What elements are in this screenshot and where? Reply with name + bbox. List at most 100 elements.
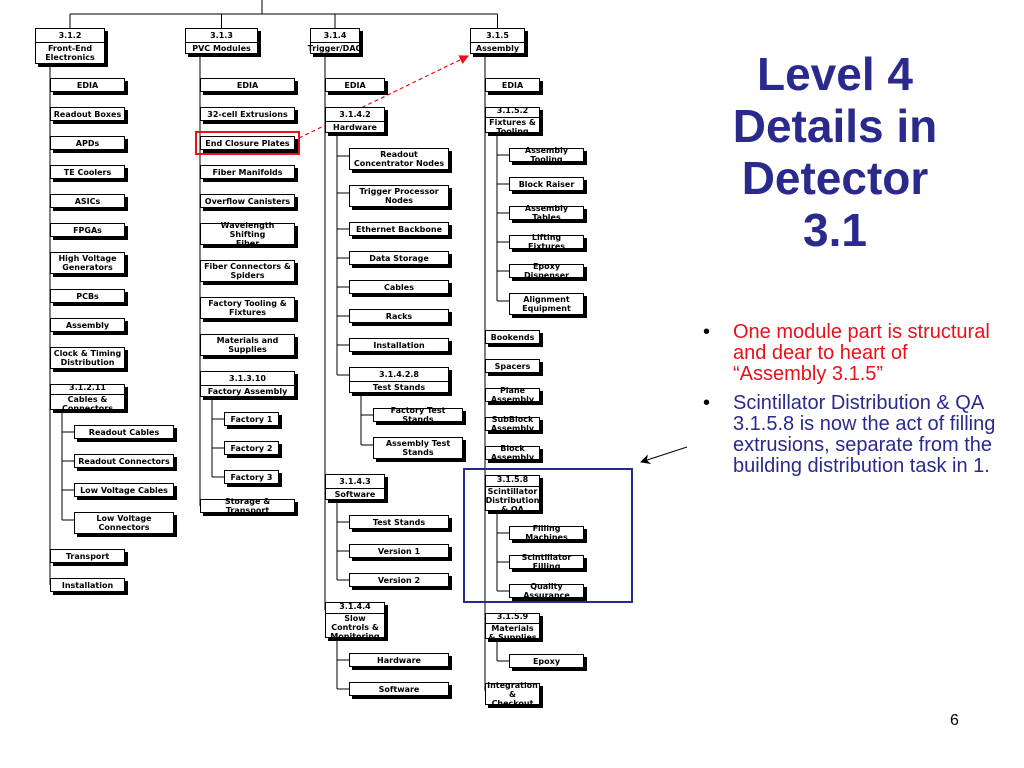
wbs-label: Materials & Supplies bbox=[488, 624, 537, 642]
wbs-node-software: Software bbox=[349, 682, 449, 696]
wbs-node-edia: EDIA bbox=[200, 78, 295, 92]
bullet-list: One module part is structural and dear t… bbox=[700, 322, 1000, 485]
wbs-number: 3.1.2.11 bbox=[51, 381, 124, 395]
wbs-node-filling-machines: Filling Machines bbox=[509, 524, 584, 542]
wbs-node-storage-transport: Storage & Transport bbox=[200, 497, 295, 515]
wbs-node-edia: EDIA bbox=[325, 78, 385, 92]
wbs-node-cables: Cables bbox=[349, 280, 449, 294]
wbs-node-ethernet-backbone: Ethernet Backbone bbox=[349, 222, 449, 236]
wbs-node-integration-checkout: Integration & Checkout bbox=[485, 681, 540, 708]
wbs-number: 3.1.3 bbox=[186, 29, 257, 43]
wbs-node-data-storage: Data Storage bbox=[349, 251, 449, 265]
wbs-number: 3.1.4.2 bbox=[326, 108, 384, 122]
wbs-node-alignment-equipment: Alignment Equipment bbox=[509, 293, 584, 315]
wbs-label: Assembly bbox=[475, 43, 520, 53]
wbs-node-scintillator-filling: Scintillator Filling bbox=[509, 553, 584, 571]
bullet-scintillator-distribution: Scintillator Distribution & QA 3.1.5.8 i… bbox=[700, 393, 1000, 477]
wbs-node-version-2: Version 2 bbox=[349, 573, 449, 587]
wbs-node-clock-timing-distribution: Clock & Timing Distribution bbox=[50, 347, 125, 369]
bullet-structural-part: One module part is structural and dear t… bbox=[700, 322, 1000, 385]
wbs-node-assembly-tooling: Assembly Tooling bbox=[509, 146, 584, 164]
title-line: 3.1 bbox=[803, 204, 867, 256]
wbs-node-quality-assurance: Quality Assurance bbox=[509, 582, 584, 600]
wbs-number: 3.1.2 bbox=[36, 29, 104, 43]
highlight-box-scintillator-distribution bbox=[463, 468, 633, 603]
wbs-node-high-voltage-generators: High Voltage Generators bbox=[50, 252, 125, 274]
wbs-node-wavelength-shifting-fiber: Wavelength Shifting Fiber bbox=[200, 221, 295, 248]
wbs-node-te-coolers: TE Coolers bbox=[50, 165, 125, 179]
wbs-label: PVC Modules bbox=[192, 43, 251, 53]
wbs-node-pcbs: PCBs bbox=[50, 289, 125, 303]
wbs-node-factory-tooling-fixtures: Factory Tooling & Fixtures bbox=[200, 297, 295, 319]
wbs-label: Hardware bbox=[333, 122, 377, 132]
wbs-node-readout-cables: Readout Cables bbox=[74, 425, 174, 439]
wbs-node-factory-test-stands: Factory Test Stands bbox=[373, 406, 463, 424]
wbs-node-readout-connectors: Readout Connectors bbox=[74, 454, 174, 468]
wbs-node-readout-concentrator-nodes: Readout Concentrator Nodes bbox=[349, 148, 449, 170]
wbs-number: 3.1.5 bbox=[471, 29, 524, 43]
wbs-node-plane-assembly: Plane Assembly bbox=[485, 386, 540, 404]
wbs-node-assembly-test-stands: Assembly Test Stands bbox=[373, 437, 463, 459]
wbs-node-spacers: Spacers bbox=[485, 359, 540, 373]
wbs-node-racks: Racks bbox=[349, 309, 449, 323]
wbs-node-block-assembly: Block Assembly bbox=[485, 444, 540, 462]
title-line: Details in bbox=[732, 100, 938, 152]
wbs-node-low-voltage-connectors: Low Voltage Connectors bbox=[74, 512, 174, 534]
wbs-node-fiber-connectors-spiders: Fiber Connectors & Spiders bbox=[200, 260, 295, 282]
page-number: 6 bbox=[950, 712, 959, 729]
wbs-number: 3.1.3.10 bbox=[201, 372, 294, 386]
wbs-label: Trigger/DAQ bbox=[307, 43, 363, 53]
wbs-node-edia: EDIA bbox=[485, 78, 540, 92]
wbs-node-factory-2: Factory 2 bbox=[224, 441, 279, 455]
wbs-node-installation: Installation bbox=[50, 578, 125, 592]
wbs-node-edia: EDIA bbox=[50, 78, 125, 92]
wbs-node-factory-1: Factory 1 bbox=[224, 412, 279, 426]
wbs-node-block-raiser: Block Raiser bbox=[509, 177, 584, 191]
wbs-node-overflow-canisters: Overflow Canisters bbox=[200, 194, 295, 208]
wbs-label: Fixtures & Tooling bbox=[489, 118, 536, 136]
wbs-node-bookends: Bookends bbox=[485, 330, 540, 344]
wbs-label: Test Stands bbox=[372, 382, 426, 392]
wbs-node-trigger-processor-nodes: Trigger Processor Nodes bbox=[349, 185, 449, 207]
wbs-node-end-closure-plates: End Closure Plates bbox=[195, 131, 300, 155]
wbs-node-installation: Installation bbox=[349, 338, 449, 352]
wbs-node-apds: APDs bbox=[50, 136, 125, 150]
wbs-number: 3.1.4.2.8 bbox=[350, 368, 448, 382]
wbs-number: 3.1.5.9 bbox=[486, 610, 539, 624]
wbs-label: Front-End Electronics bbox=[45, 44, 95, 62]
wbs-node-materials-and-supplies: Materials and Supplies bbox=[200, 334, 295, 356]
title-line: Detector bbox=[741, 152, 929, 204]
wbs-node-32-cell-extrusions: 32-cell Extrusions bbox=[200, 107, 295, 121]
wbs-node-assembly: Assembly bbox=[50, 318, 125, 332]
wbs-node-low-voltage-cables: Low Voltage Cables bbox=[74, 483, 174, 497]
wbs-node-transport: Transport bbox=[50, 549, 125, 563]
wbs-node-assembly-tables: Assembly Tables bbox=[509, 204, 584, 222]
wbs-number: 3.1.4.3 bbox=[326, 475, 384, 489]
wbs-node-fiber-manifolds: Fiber Manifolds bbox=[200, 165, 295, 179]
wbs-node-subblock-assembly: SubBlock Assembly bbox=[485, 415, 540, 433]
wbs-node-epoxy: Epoxy bbox=[509, 654, 584, 668]
wbs-label: Cables & Connectors bbox=[62, 395, 113, 413]
pointer-arrow bbox=[640, 446, 688, 464]
wbs-label: Scintillator Distribution & QA bbox=[485, 486, 540, 514]
wbs-label: Software bbox=[334, 489, 376, 499]
wbs-node-lifting-fixtures: Lifting Fixtures bbox=[509, 233, 584, 251]
wbs-number: 3.1.5.8 bbox=[486, 473, 539, 487]
wbs-node-hardware: Hardware bbox=[349, 653, 449, 667]
wbs-node-epoxy-dispenser: Epoxy Dispenser bbox=[509, 262, 584, 280]
wbs-node-readout-boxes: Readout Boxes bbox=[50, 107, 125, 121]
wbs-number: 3.1.4.4 bbox=[326, 600, 384, 614]
wbs-number: 3.1.4 bbox=[311, 29, 359, 43]
